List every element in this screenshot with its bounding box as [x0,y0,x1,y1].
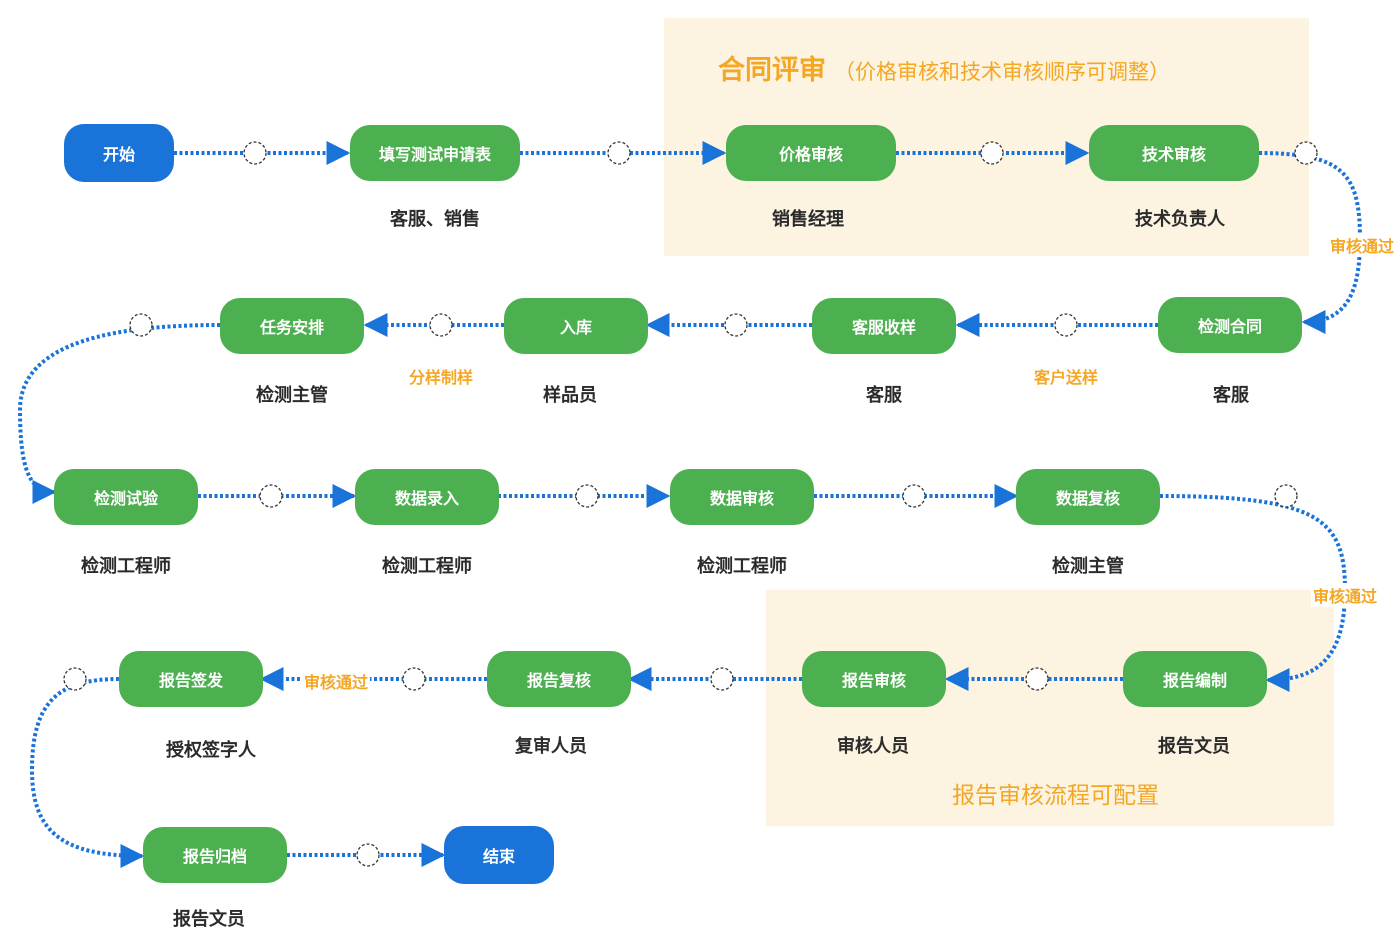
link-recheck-compile [1159,494,1348,692]
link-task-test [17,323,221,504]
link-tech-contract [1258,151,1363,334]
waypoint-circle [575,484,599,508]
role-price: 销售经理 [772,209,844,230]
role-archive: 报告文员 [173,909,245,930]
node-report-recheck[interactable]: 报告复核 [487,651,631,707]
node-report-compile[interactable]: 报告编制 [1123,651,1267,707]
node-sample-receive[interactable]: 客服收样 [812,298,956,354]
role-report-recheck: 复审人员 [515,736,587,757]
waypoint-circle [902,484,926,508]
node-data-review[interactable]: 数据审核 [670,469,814,525]
node-end[interactable]: 结束 [444,826,554,884]
edge-label-data-approved: 审核通过 [1310,583,1380,607]
waypoint-circle [710,667,734,691]
node-start[interactable]: 开始 [64,124,174,182]
node-testing[interactable]: 检测试验 [54,469,198,525]
edge-label-sample-prep: 分样制样 [408,368,474,387]
edge-label-customer-delivery: 客户送样 [1033,368,1099,387]
waypoint-circle [129,313,153,337]
role-entry: 检测工程师 [382,556,472,577]
role-report-review: 审核人员 [837,736,909,757]
node-price-review[interactable]: 价格审核 [726,125,896,181]
node-task-assign[interactable]: 任务安排 [220,298,364,354]
node-report-issue[interactable]: 报告签发 [119,651,263,707]
role-storage: 样品员 [543,385,597,406]
node-tech-review[interactable]: 技术审核 [1089,125,1259,181]
node-report-review[interactable]: 报告审核 [802,651,946,707]
node-apply-form[interactable]: 填写测试申请表 [350,125,520,181]
role-tech: 技术负责人 [1135,209,1225,230]
waypoint-circle [1054,313,1078,337]
report-review-note: 报告审核流程可配置 [952,783,1159,809]
node-storage[interactable]: 入库 [504,298,648,354]
contract-review-subtitle: （价格审核和技术审核顺序可调整） [834,60,1170,84]
waypoint-circle [63,667,87,691]
waypoint-circle [1294,141,1318,165]
role-issue: 授权签字人 [166,740,256,761]
edge-label-tech-approved: 审核通过 [1327,233,1397,257]
role-compile: 报告文员 [1158,736,1230,757]
role-task: 检测主管 [256,385,328,406]
node-report-archive[interactable]: 报告归档 [143,827,287,883]
role-test: 检测工程师 [81,556,171,577]
role-data-review: 检测工程师 [697,556,787,577]
edge-label-report-approved: 审核通过 [301,669,371,693]
waypoint-circle [243,141,267,165]
node-test-contract[interactable]: 检测合同 [1158,297,1302,353]
waypoint-circle [429,313,453,337]
waypoint-circle [402,667,426,691]
report-review-region [766,590,1334,826]
node-data-entry[interactable]: 数据录入 [355,469,499,525]
waypoint-circle [980,141,1004,165]
waypoint-circle [1274,484,1298,508]
contract-review-heading: 合同评审 [718,55,826,86]
contract-review-title: 合同评审 （价格审核和技术审核顺序可调整） [718,48,1170,87]
waypoint-circle [724,313,748,337]
role-receive: 客服 [866,385,902,406]
role-apply: 客服、销售 [390,209,480,230]
waypoint-circle [356,843,380,867]
node-data-recheck[interactable]: 数据复核 [1016,469,1160,525]
waypoint-circle [607,141,631,165]
link-issue-archive [29,677,145,868]
waypoint-circle [1025,667,1049,691]
waypoint-circle [259,484,283,508]
role-data-recheck: 检测主管 [1052,556,1124,577]
role-contract: 客服 [1213,385,1249,406]
